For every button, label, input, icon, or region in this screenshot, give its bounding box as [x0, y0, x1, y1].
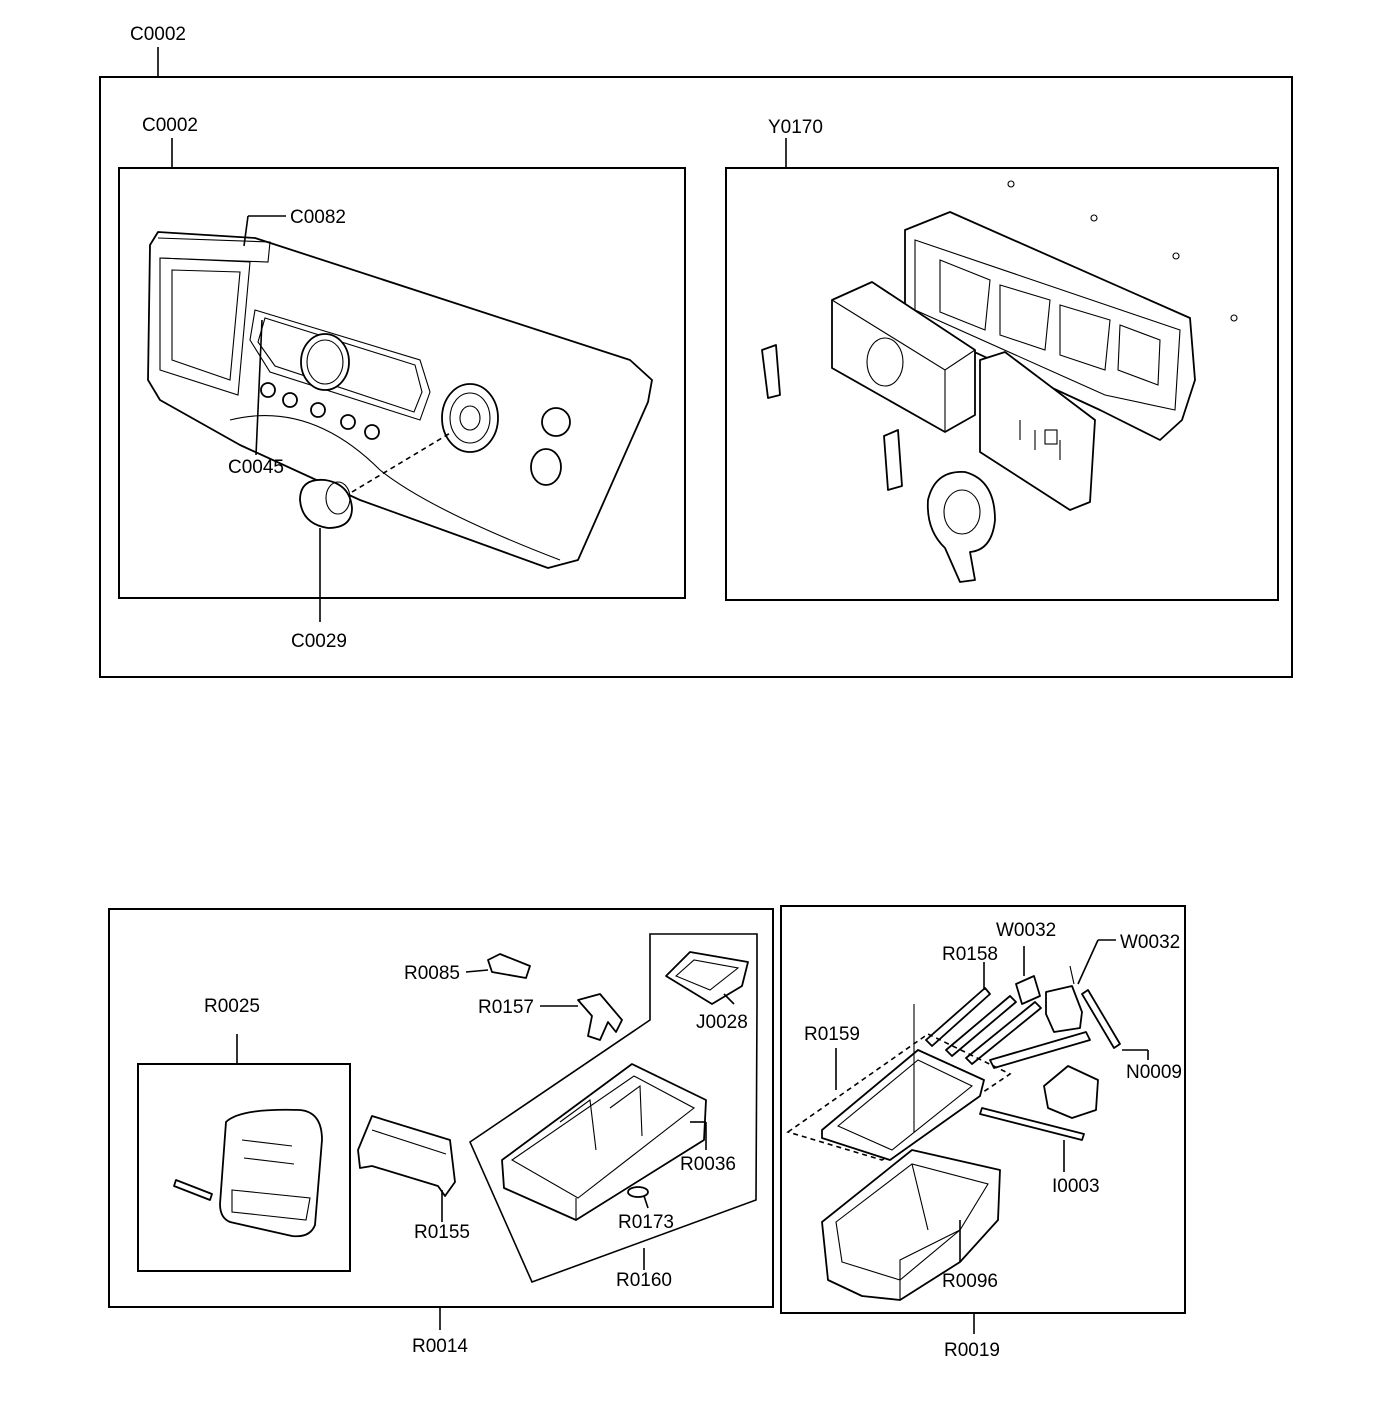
- box-r0019: [780, 905, 1186, 1314]
- hoses-part: [925, 987, 1121, 1069]
- label-r0014: R0014: [412, 1336, 468, 1357]
- r0085-part: [487, 953, 531, 979]
- label-w0032-a: W0032: [996, 920, 1056, 941]
- water-valve-group: R0019 W0032 W0032 R0158 R0159: [780, 905, 1186, 1361]
- label-r0173: R0173: [618, 1212, 674, 1233]
- label-r0160: R0160: [616, 1270, 672, 1291]
- label-r0096: R0096: [942, 1271, 998, 1292]
- detergent-drawer-group: R0014 R0025 R0155 R0085 R0157 R0160: [108, 908, 774, 1357]
- label-r0019: R0019: [944, 1340, 1000, 1361]
- label-j0028: J0028: [696, 1012, 748, 1033]
- label-r0036: R0036: [680, 1154, 736, 1175]
- region-r0160: [468, 933, 758, 1284]
- valves-part: [1015, 965, 1099, 1119]
- label-r0155: R0155: [414, 1222, 470, 1243]
- label-c0029: C0029: [291, 631, 347, 652]
- label-c0002-outer: C0002: [130, 24, 186, 45]
- control-panel-assembly-group: C0002 C0002: [99, 24, 1293, 678]
- r0157-part: [577, 993, 623, 1041]
- outer-box-c0002: [99, 76, 1293, 678]
- pcb-assembly-part: [761, 180, 1238, 583]
- label-r0085: R0085: [404, 963, 460, 984]
- label-c0002-inner: C0002: [142, 115, 198, 136]
- label-r0158: R0158: [942, 944, 998, 965]
- inner-box-c0002: [118, 167, 686, 599]
- drawer-handle-part: [173, 1108, 323, 1238]
- label-r0025: R0025: [204, 996, 260, 1017]
- knob-part: [299, 478, 353, 529]
- label-y0170: Y0170: [768, 117, 823, 138]
- box-r0025: [137, 1063, 351, 1272]
- label-i0003: I0003: [1052, 1176, 1100, 1197]
- label-c0082: C0082: [290, 207, 346, 228]
- control-panel-part: [147, 231, 653, 569]
- i0003-part: [979, 1107, 1085, 1141]
- j0028-part: [665, 951, 749, 1005]
- label-r0157: R0157: [478, 997, 534, 1018]
- r0173-part: [627, 1186, 649, 1198]
- drawer-guide-part: [357, 1115, 456, 1197]
- r0159-part: [821, 1049, 985, 1161]
- label-c0045: C0045: [228, 457, 284, 478]
- region-r0159: [786, 1033, 1012, 1161]
- box-r0014: [108, 908, 774, 1308]
- label-n0009: N0009: [1126, 1062, 1182, 1083]
- r0036-part: [501, 1063, 707, 1221]
- inner-box-y0170: [725, 167, 1279, 601]
- label-w0032-b: W0032: [1120, 932, 1180, 953]
- label-r0159: R0159: [804, 1024, 860, 1045]
